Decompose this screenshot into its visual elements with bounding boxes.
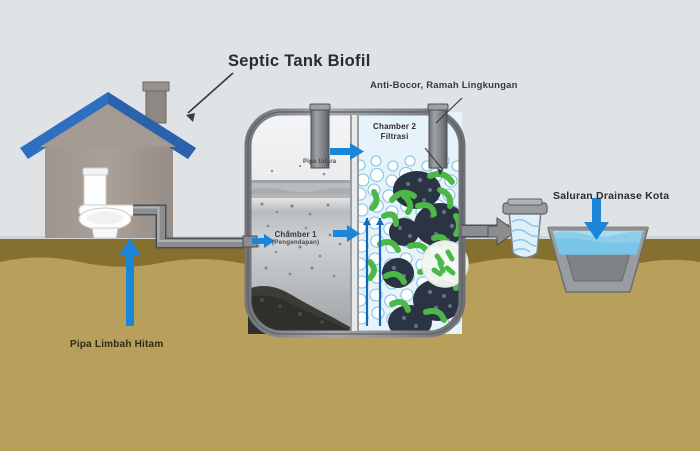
title-pointer <box>186 72 234 122</box>
pipa-limbah-label: Pipa Limbah Hitam <box>70 339 164 350</box>
black-water-pipe <box>133 204 250 249</box>
bacteria-strands <box>367 171 462 323</box>
chamber-2-label-line2: Filtrasi <box>380 132 409 141</box>
chamber-1-contents <box>248 164 356 334</box>
chamber-2-label-line1: Chamber 2 <box>373 122 417 131</box>
chamber-2-contents <box>356 112 462 334</box>
toilet-icon <box>78 167 137 239</box>
chamber-divider <box>350 115 359 331</box>
manhole-icon <box>502 198 548 259</box>
page-title: Septic Tank Biofil <box>228 52 371 70</box>
chamber-1-label: Chamber 1 (Pengendapan) <box>272 230 319 246</box>
pipa-udara-label: Pipa Udara <box>303 159 337 165</box>
vent-pipe-icon <box>309 103 449 169</box>
black-pipe-arrow <box>119 238 141 326</box>
magnifier-icon <box>421 240 469 288</box>
chamber-1-label-line2: (Pengendapan) <box>272 239 320 246</box>
chamber-2-label: Chamber 2 Filtrasi <box>373 122 416 142</box>
upflow-arrows <box>363 218 384 326</box>
drainage-arrow <box>584 198 609 240</box>
subtitle-pointer <box>435 97 463 124</box>
house-icon <box>20 81 196 238</box>
subtitle-anti-bocor: Anti-Bocor, Ramah Lingkungan <box>370 80 518 91</box>
chamber-1-label-line1: Chamber 1 <box>274 230 317 239</box>
drain-channel-icon <box>547 226 649 293</box>
chamber2-pointer <box>424 147 444 175</box>
saluran-drainase-label: Saluran Drainase Kota <box>553 190 670 202</box>
